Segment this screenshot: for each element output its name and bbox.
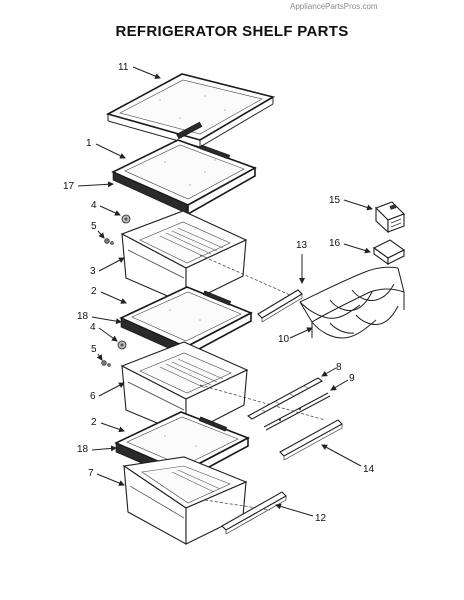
svg-text:5: 5 <box>91 344 97 355</box>
callout-2-middle: 2 <box>91 286 127 304</box>
part-9-slide-rail <box>263 392 331 431</box>
part-5-screw-lower <box>101 360 111 367</box>
callout-6: 6 <box>90 382 125 402</box>
svg-text:17: 17 <box>63 181 75 192</box>
part-5-screw-upper <box>104 238 114 245</box>
callout-9: 9 <box>330 373 355 391</box>
svg-text:8: 8 <box>336 362 342 373</box>
callout-12: 12 <box>275 503 327 524</box>
svg-text:1: 1 <box>86 138 92 149</box>
svg-text:18: 18 <box>77 311 89 322</box>
callout-4-lower: 4 <box>90 322 118 342</box>
svg-text:15: 15 <box>329 195 341 206</box>
svg-text:13: 13 <box>296 240 308 251</box>
svg-text:2: 2 <box>91 286 97 297</box>
callout-16: 16 <box>329 238 371 254</box>
part-16-cover <box>372 239 406 266</box>
svg-text:4: 4 <box>91 200 97 211</box>
part-4-bin-cap-upper <box>121 214 131 224</box>
svg-text:14: 14 <box>363 464 375 475</box>
svg-text:3: 3 <box>90 266 96 277</box>
svg-text:7: 7 <box>88 468 94 479</box>
part-11-glass-shelf <box>105 73 276 148</box>
diagram-title: REFRIGERATOR SHELF PARTS <box>115 23 348 40</box>
callout-18-middle: 18 <box>77 311 122 325</box>
part-1-shelf-frame <box>111 139 257 216</box>
callout-1: 1 <box>86 138 126 159</box>
callout-4-upper: 4 <box>91 200 121 216</box>
watermark-text: AppliancePartsPros.com <box>290 2 378 11</box>
callout-14: 14 <box>321 444 375 475</box>
svg-text:5: 5 <box>91 221 97 232</box>
part-15-container <box>375 201 405 234</box>
part-2-shelf-frame-middle <box>119 286 253 358</box>
callout-5-lower: 5 <box>91 344 103 361</box>
callout-3: 3 <box>90 257 125 277</box>
svg-text:2: 2 <box>91 417 97 428</box>
part-4-bin-cap-lower <box>117 340 127 350</box>
svg-text:10: 10 <box>278 334 290 345</box>
svg-text:16: 16 <box>329 238 341 249</box>
part-14-rail <box>279 419 343 461</box>
callout-8: 8 <box>321 362 342 377</box>
part-10-wine-rack <box>299 266 405 339</box>
callout-13: 13 <box>296 240 308 284</box>
part-13-rail <box>257 289 303 323</box>
callout-17: 17 <box>63 181 114 192</box>
callout-7: 7 <box>88 468 125 486</box>
part-7-crisper-bin <box>122 456 248 545</box>
callout-5-upper: 5 <box>91 221 105 239</box>
callout-18-lower: 18 <box>77 444 117 455</box>
callout-11: 11 <box>118 62 161 79</box>
svg-text:11: 11 <box>118 62 129 73</box>
part-8-slide-rail <box>246 377 324 420</box>
svg-text:9: 9 <box>349 373 355 384</box>
svg-text:12: 12 <box>315 513 327 524</box>
part-3-crisper-bin <box>120 210 248 305</box>
callout-2-lower: 2 <box>91 417 125 433</box>
svg-text:18: 18 <box>77 444 89 455</box>
callout-15: 15 <box>329 195 373 211</box>
svg-text:6: 6 <box>90 391 96 402</box>
callout-10: 10 <box>278 327 313 345</box>
svg-text:4: 4 <box>90 322 96 333</box>
